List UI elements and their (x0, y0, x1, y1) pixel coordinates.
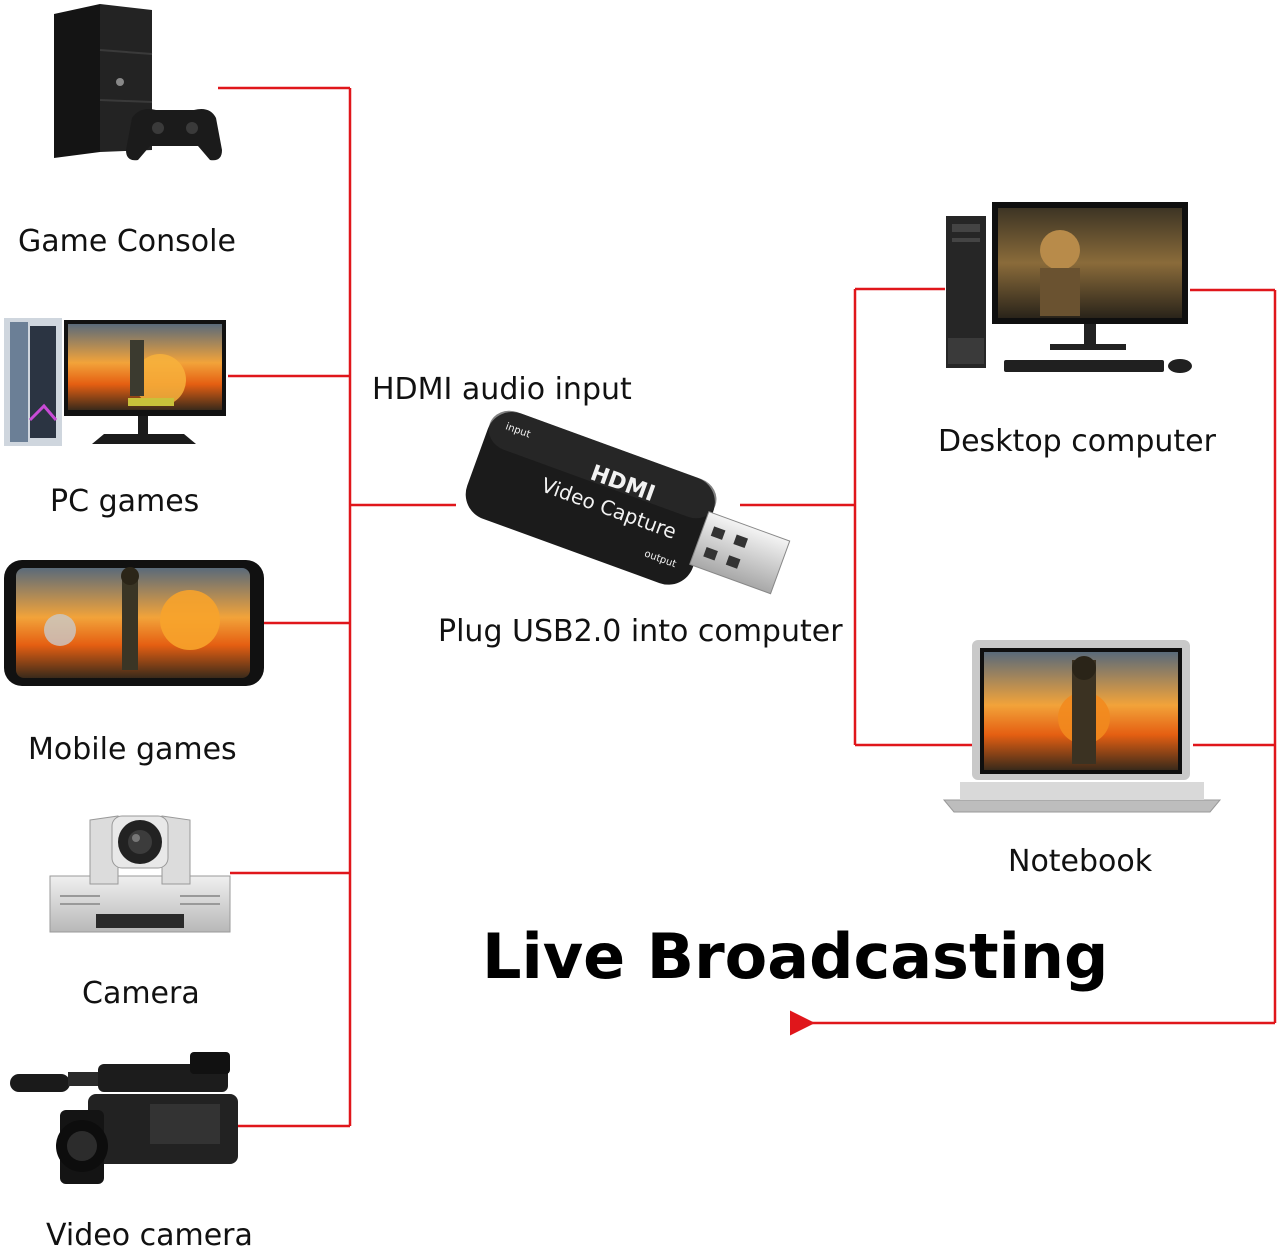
label-mobile-games: Mobile games (28, 732, 237, 767)
game-console-illustration (54, 4, 222, 161)
camera-illustration (49, 815, 231, 933)
label-video-camera: Video camera (46, 1218, 253, 1253)
label-hdmi-audio-input: HDMI audio input (372, 372, 632, 407)
capture-device: HDMI Video Capture input output (465, 410, 791, 595)
label-plug-usb: Plug USB2.0 into computer (438, 614, 843, 649)
label-camera: Camera (82, 976, 200, 1011)
video-camera-illustration (10, 1052, 238, 1184)
label-notebook: Notebook (1008, 844, 1153, 879)
notebook-illustration (942, 640, 1222, 813)
mobile-games-illustration (4, 560, 264, 686)
right-bus-lines (740, 287, 1277, 1036)
left-bus-lines (218, 86, 456, 1128)
desktop-computer-illustration (946, 202, 1192, 373)
pc-games-illustration (4, 318, 226, 446)
label-pc-games: PC games (50, 484, 200, 519)
label-desktop-computer: Desktop computer (938, 424, 1216, 459)
label-game-console: Game Console (18, 224, 236, 259)
live-broadcasting-title: Live Broadcasting (482, 920, 1109, 993)
